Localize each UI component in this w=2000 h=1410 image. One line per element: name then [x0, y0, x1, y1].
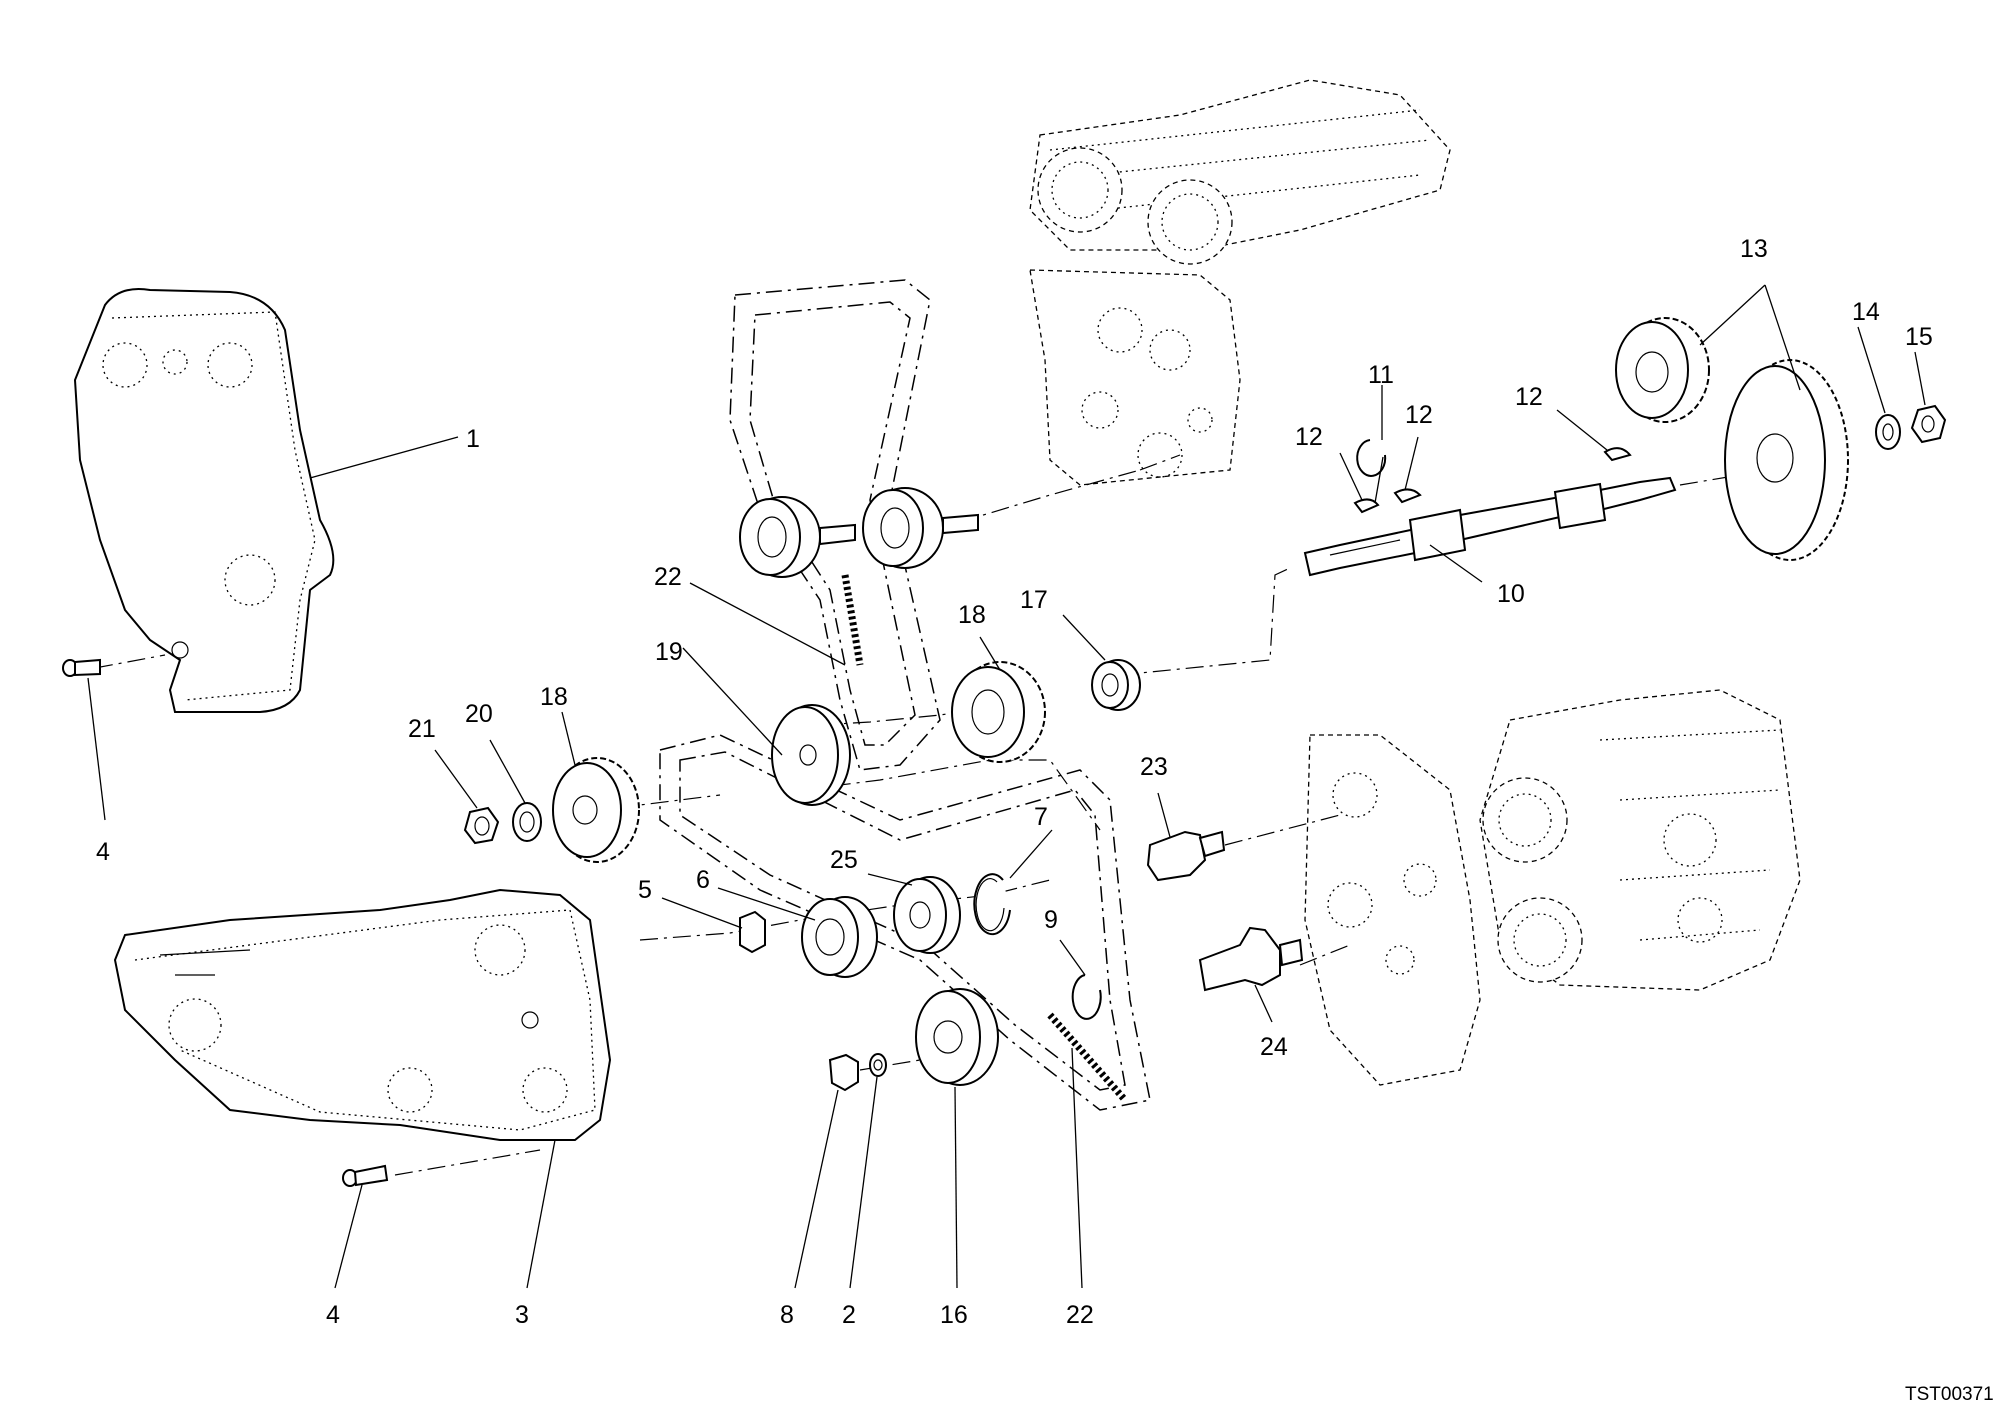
callout-3: 3	[515, 1301, 529, 1329]
callout-24: 24	[1260, 1033, 1288, 1061]
callout-8: 8	[780, 1301, 794, 1329]
washer-14	[1875, 414, 1901, 450]
upper-idler-pulley-left	[739, 496, 856, 578]
circlip-7	[973, 873, 1011, 936]
callout-6: 6	[696, 866, 710, 894]
oil-seal-17	[1091, 659, 1141, 711]
circlip-11	[1356, 439, 1387, 477]
callout-17: 17	[1020, 586, 1048, 614]
stud-24	[1198, 926, 1304, 992]
callout-22b: 22	[1066, 1301, 1094, 1329]
cover-screw-lower	[342, 1164, 389, 1187]
washer-2	[869, 1053, 887, 1077]
callout-22a: 22	[654, 563, 682, 591]
lower-timing-cover	[113, 888, 612, 1141]
gear-13-large	[1724, 359, 1849, 561]
timing-belt-upper	[729, 279, 941, 771]
callout-12c: 12	[1515, 383, 1543, 411]
callout-12a: 12	[1295, 423, 1323, 451]
upper-cylinder-head	[1029, 79, 1451, 486]
callout-12b: 12	[1405, 401, 1433, 429]
callout-18b: 18	[540, 683, 568, 711]
idler-pulley-16	[915, 988, 999, 1086]
bearing-25	[893, 876, 961, 954]
callout-1: 1	[466, 425, 480, 453]
timing-pulley-18-lower	[552, 757, 640, 863]
nut-8	[828, 1053, 859, 1092]
flange-washer-19	[771, 704, 851, 806]
lower-cylinder-head	[1304, 689, 1801, 1086]
washer-20	[512, 802, 542, 842]
timing-pulley-18-upper	[951, 661, 1046, 763]
callout-25: 25	[830, 846, 858, 874]
callout-19: 19	[655, 638, 683, 666]
gear-13-small	[1615, 317, 1710, 423]
circlip-9	[1071, 974, 1102, 1020]
leader-lines	[87, 284, 1926, 1289]
woodruff-key-12c	[1603, 447, 1632, 462]
callout-labels: 1 4 4 3 22 19 18 21 20 18 17 5 6 25 7 23…	[96, 235, 1933, 1329]
callout-23: 23	[1140, 753, 1168, 781]
callout-14: 14	[1852, 298, 1880, 326]
upper-timing-cover	[73, 288, 335, 713]
callout-4b: 4	[326, 1301, 340, 1329]
callout-11: 11	[1368, 361, 1394, 389]
callout-7: 7	[1034, 803, 1048, 831]
callout-18a: 18	[958, 601, 986, 629]
callout-9: 9	[1044, 906, 1058, 934]
drawing-code: TST00371	[1905, 1384, 1994, 1405]
tensioner-pulley-6	[801, 896, 878, 978]
callout-2: 2	[842, 1301, 856, 1329]
callout-13: 13	[1740, 235, 1768, 263]
stud-23	[1146, 830, 1226, 882]
camshaft-10	[1303, 476, 1677, 577]
callout-20: 20	[465, 700, 493, 728]
nut-21	[463, 806, 500, 845]
bolt-5	[739, 910, 766, 954]
callout-4a: 4	[96, 838, 110, 866]
callout-16: 16	[940, 1301, 968, 1329]
cover-screw-upper	[62, 658, 101, 677]
callout-15: 15	[1905, 323, 1933, 351]
upper-idler-pulley-right	[862, 487, 979, 569]
callout-10: 10	[1497, 580, 1525, 608]
callout-5: 5	[638, 876, 652, 904]
belt-segment-upper	[841, 574, 864, 666]
timing-belt-lower	[659, 734, 1151, 1111]
woodruff-key-12a	[1353, 498, 1380, 514]
callout-21: 21	[408, 715, 436, 743]
nut-15	[1910, 404, 1947, 444]
woodruff-key-12b	[1393, 488, 1422, 504]
belt-segment-lower	[1047, 1012, 1128, 1103]
